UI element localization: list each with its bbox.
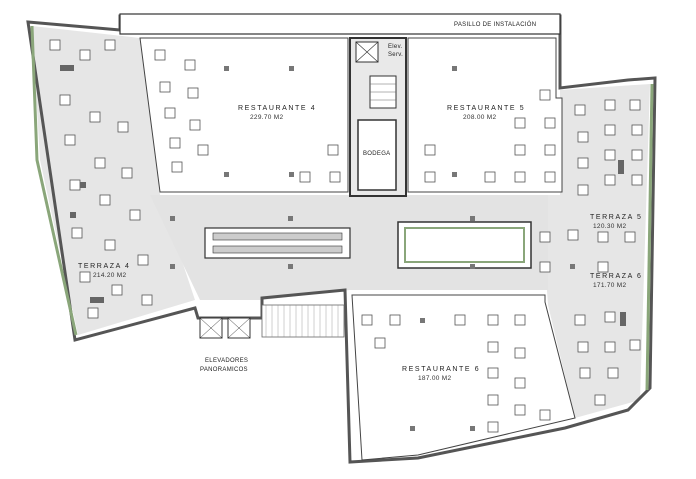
- storage-label: BODEGA: [363, 151, 390, 157]
- terraza-4-name: TERRAZA 4: [78, 263, 131, 270]
- restaurante-5-name: RESTAURANTE 5: [447, 105, 525, 112]
- terraza-6-area: 171.70 M2: [593, 282, 627, 289]
- panoramic-elevators: [199, 304, 345, 339]
- restaurante-6-floor: [351, 294, 576, 461]
- restaurante-4-floor: [139, 37, 349, 193]
- bench-furniture: [60, 65, 626, 326]
- atrium-void: [397, 221, 532, 269]
- terraza-5-name: TERRAZA 5: [590, 214, 643, 221]
- table-furniture: [49, 39, 643, 433]
- corridor-label: PASILLO DE INSTALACIÓN: [454, 21, 536, 28]
- restaurante-4-area: 229.70 M2: [250, 114, 284, 121]
- terrace-4-floor: [32, 26, 195, 335]
- restaurante-5-area: 208.00 M2: [463, 114, 497, 121]
- structural-columns: [170, 66, 575, 431]
- terraza-4-area: 214.20 M2: [93, 272, 127, 279]
- restaurante-4-name: RESTAURANTE 4: [238, 105, 316, 112]
- escalators: [204, 227, 351, 259]
- installation-corridor: [119, 13, 561, 35]
- elevators-label-2: PANORAMICOS: [200, 367, 248, 373]
- service-elevator-label-2: Serv.: [388, 52, 403, 58]
- restaurante-6-area: 187.00 M2: [418, 375, 452, 382]
- planter-west: [30, 25, 78, 336]
- storage-room: [357, 119, 397, 191]
- restaurante-6-name: RESTAURANTE 6: [402, 366, 480, 373]
- elevators-label-1: ELEVADORES: [205, 358, 248, 364]
- planter-east: [645, 83, 654, 391]
- terraza-5-area: 120.30 M2: [593, 223, 627, 230]
- service-elevator-label-1: Elev.: [388, 44, 402, 50]
- terraza-6-name: TERRAZA 6: [590, 273, 643, 280]
